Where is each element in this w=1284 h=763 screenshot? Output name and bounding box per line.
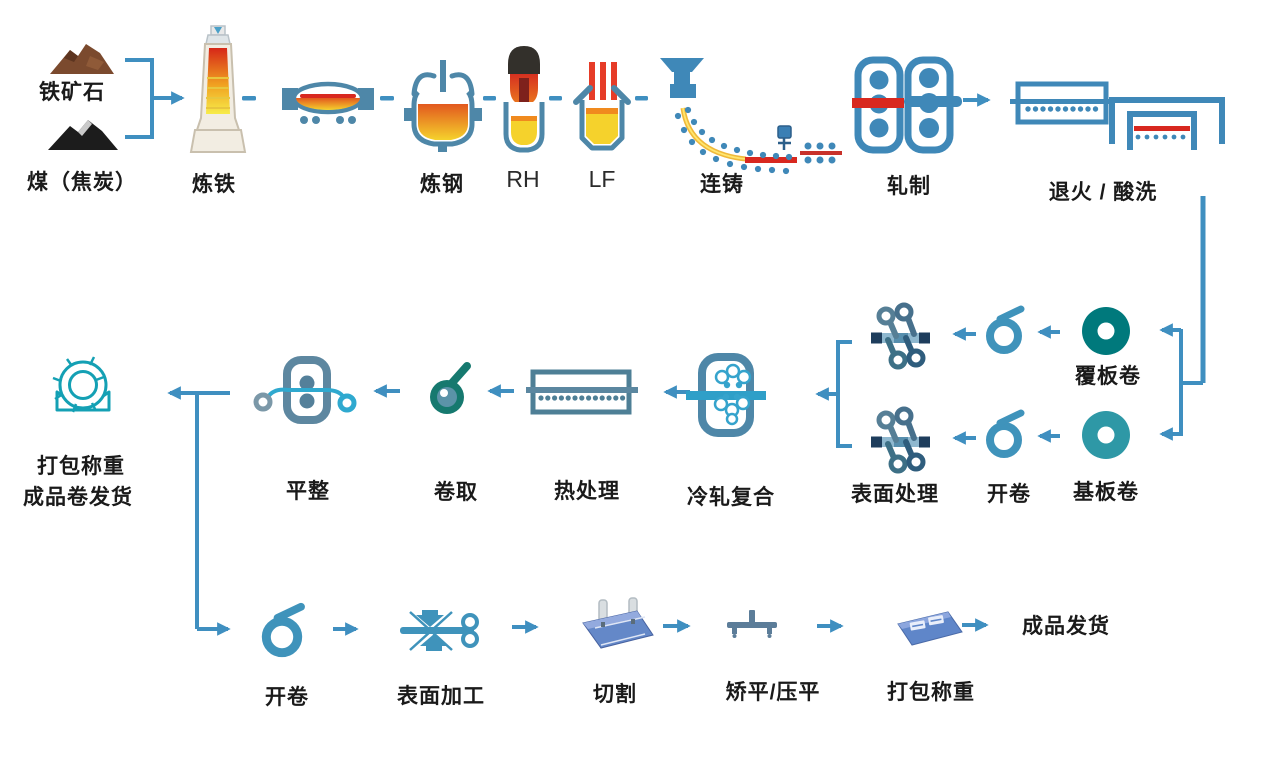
label-casting: 连铸 bbox=[700, 173, 744, 196]
surface-treatment-icon bbox=[871, 305, 930, 367]
heat-treatment-icon bbox=[526, 369, 638, 415]
label-ironmaking: 炼铁 bbox=[192, 173, 236, 196]
uncoiler-icon bbox=[266, 607, 301, 653]
label-lf: LF bbox=[588, 166, 616, 192]
label-leveling: 矫平/压平 bbox=[725, 681, 821, 704]
label-clad-coil: 覆板卷 bbox=[1075, 365, 1141, 388]
label-coal: 煤（焦炭） bbox=[27, 171, 137, 194]
cold-roll-cladding-icon bbox=[686, 353, 766, 437]
label-uncoil-bottom: 开卷 bbox=[265, 686, 309, 709]
label-coiling: 卷取 bbox=[434, 481, 478, 504]
blast-furnace-icon bbox=[189, 25, 247, 153]
label-pack-weigh: 打包称重 bbox=[37, 455, 125, 478]
label-base-coil: 基板卷 bbox=[1073, 481, 1139, 504]
coiler-icon bbox=[430, 362, 471, 414]
packing-weighing-icon bbox=[897, 611, 963, 646]
leveler-icon bbox=[727, 610, 777, 638]
iron-ore-icon bbox=[50, 44, 114, 74]
continuous-caster-icon bbox=[660, 58, 797, 175]
uncoiler-icon bbox=[990, 309, 1021, 350]
base-coil-icon bbox=[1082, 411, 1130, 459]
converter-icon bbox=[404, 60, 482, 152]
rh-degasser-icon bbox=[503, 46, 545, 153]
coal-icon bbox=[48, 120, 118, 150]
label-rolling: 轧制 bbox=[887, 175, 931, 198]
label-cutting: 切割 bbox=[593, 683, 637, 706]
annealing-pickling-icon bbox=[1010, 81, 1225, 150]
label-steelmaking: 炼钢 bbox=[420, 173, 464, 196]
surface-processing-icon bbox=[400, 610, 479, 651]
label-iron-ore: 铁矿石 bbox=[39, 81, 105, 104]
label-uncoil-mid: 开卷 bbox=[987, 483, 1031, 506]
torch-cutter-icon bbox=[777, 125, 792, 150]
label-shipment: 成品发货 bbox=[1022, 615, 1110, 638]
uncoiler-icon bbox=[990, 413, 1021, 454]
label-skinpass: 平整 bbox=[286, 480, 330, 503]
cutting-icon bbox=[582, 597, 654, 649]
label-heat-treat: 热处理 bbox=[554, 480, 620, 503]
merge-bracket-ores bbox=[125, 58, 154, 139]
label-surface-proc: 表面加工 bbox=[397, 685, 485, 708]
clad-coil-icon bbox=[1082, 307, 1130, 355]
rolling-mill-icon bbox=[800, 56, 962, 164]
label-coil-shipment: 成品卷发货 bbox=[23, 486, 133, 509]
lf-furnace-icon bbox=[573, 62, 631, 151]
label-cold-roll: 冷轧复合 bbox=[687, 486, 775, 509]
split-bracket-right bbox=[1179, 329, 1203, 436]
label-rh: RH bbox=[506, 166, 540, 192]
flow-dashes bbox=[242, 96, 648, 101]
skinpass-mill-icon bbox=[253, 356, 357, 424]
label-annealing: 退火 / 酸洗 bbox=[1048, 181, 1158, 204]
surface-treatment-icon bbox=[871, 409, 930, 471]
merge-bracket-left bbox=[836, 340, 852, 448]
label-surface-treat: 表面处理 bbox=[851, 483, 939, 506]
flow-connectors bbox=[125, 58, 1206, 636]
torpedo-car-icon bbox=[282, 81, 374, 124]
label-pack-bottom: 打包称重 bbox=[887, 681, 975, 704]
packed-coil-icon bbox=[52, 356, 111, 413]
